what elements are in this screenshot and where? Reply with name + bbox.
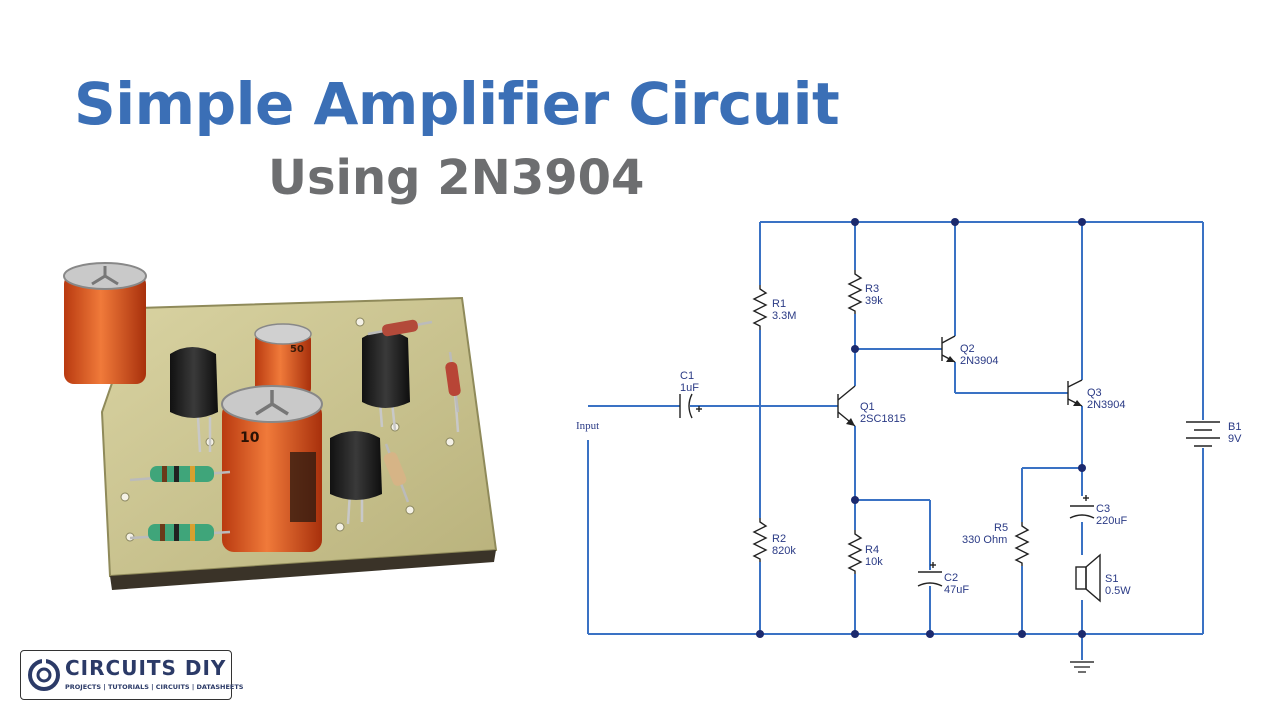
resistor-r4: R4 10k (847, 530, 883, 574)
transistor-right-top (362, 331, 410, 408)
circuits-diy-logo: CIRCUITS DIY PROJECTS | TUTORIALS | CIRC… (20, 650, 243, 700)
resistor-green-bottom (129, 524, 231, 541)
q2-ref: Q2 (960, 343, 975, 355)
resistor-top-right (367, 319, 433, 337)
capacitor-c1: C1 1uF (679, 370, 702, 419)
resistor-right (445, 351, 461, 413)
c1-ref: C1 (680, 370, 694, 382)
q2-value: 2N3904 (960, 355, 999, 367)
input-label: Input (576, 420, 599, 432)
c2-ref: C2 (944, 572, 958, 584)
q3-value: 2N3904 (1087, 399, 1126, 411)
b1-ref: B1 (1228, 421, 1241, 433)
circuit-logo-icon (28, 658, 60, 691)
resistor-r1: R1 3.3M (752, 285, 796, 330)
resistor-green-top (129, 466, 231, 482)
s1-ref: S1 (1105, 573, 1118, 585)
logo-name: CIRCUITS DIY (65, 656, 227, 680)
resistor-r5: R5 330 Ohm (962, 522, 1030, 566)
q1-ref: Q1 (860, 401, 875, 413)
transistor-front (330, 431, 382, 500)
transistor-q2: Q2 2N3904 (941, 335, 999, 367)
r2-ref: R2 (772, 533, 786, 545)
small-cap-marking: 50 (290, 344, 304, 355)
pcb-photo: 50 10 (63, 262, 498, 590)
q3-ref: Q3 (1087, 387, 1102, 399)
c2-value: 47uF (944, 584, 969, 596)
transistor-q3: Q3 2N3904 (1067, 379, 1126, 411)
c3-ref: C3 (1096, 503, 1110, 515)
r4-value: 10k (865, 556, 883, 568)
r1-ref: R1 (772, 298, 786, 310)
r4-ref: R4 (865, 544, 879, 556)
capacitor-c2: C2 47uF (917, 562, 969, 596)
transistor-q1: Q1 2SC1815 (837, 385, 906, 427)
wires (587, 221, 1204, 660)
resistor-beige (383, 443, 410, 503)
r5-ref: R5 (994, 522, 1008, 534)
r5-value: 330 Ohm (962, 534, 1007, 546)
r3-value: 39k (865, 295, 883, 307)
capacitor-c3: C3 220uF (1069, 495, 1127, 527)
page-subtitle: Using 2N3904 (268, 150, 645, 206)
ground-symbol (1070, 661, 1094, 673)
c1-value: 1uF (680, 382, 699, 394)
large-capacitor (63, 262, 147, 384)
logo-tagline: PROJECTS | TUTORIALS | CIRCUITS | DATASH… (65, 683, 244, 691)
r1-value: 3.3M (772, 310, 796, 322)
pcb-board-edge (110, 550, 496, 590)
battery-b1: B1 9V (1186, 421, 1242, 447)
r3-ref: R3 (865, 283, 879, 295)
resistor-r3: R3 39k (847, 270, 883, 314)
transistor-left (170, 347, 218, 418)
front-capacitor: 10 (221, 385, 323, 552)
front-cap-marking: 10 (240, 430, 260, 446)
s1-value: 0.5W (1105, 585, 1131, 597)
speaker-s1: S1 0.5W (1075, 553, 1131, 603)
small-capacitor: 50 (254, 323, 312, 396)
r2-value: 820k (772, 545, 796, 557)
junction-dots (756, 218, 1086, 638)
b1-value: 9V (1228, 433, 1242, 445)
c3-value: 220uF (1096, 515, 1127, 527)
resistor-r2: R2 820k (752, 518, 796, 562)
page-title: Simple Amplifier Circuit (74, 70, 840, 138)
q1-value: 2SC1815 (860, 413, 906, 425)
